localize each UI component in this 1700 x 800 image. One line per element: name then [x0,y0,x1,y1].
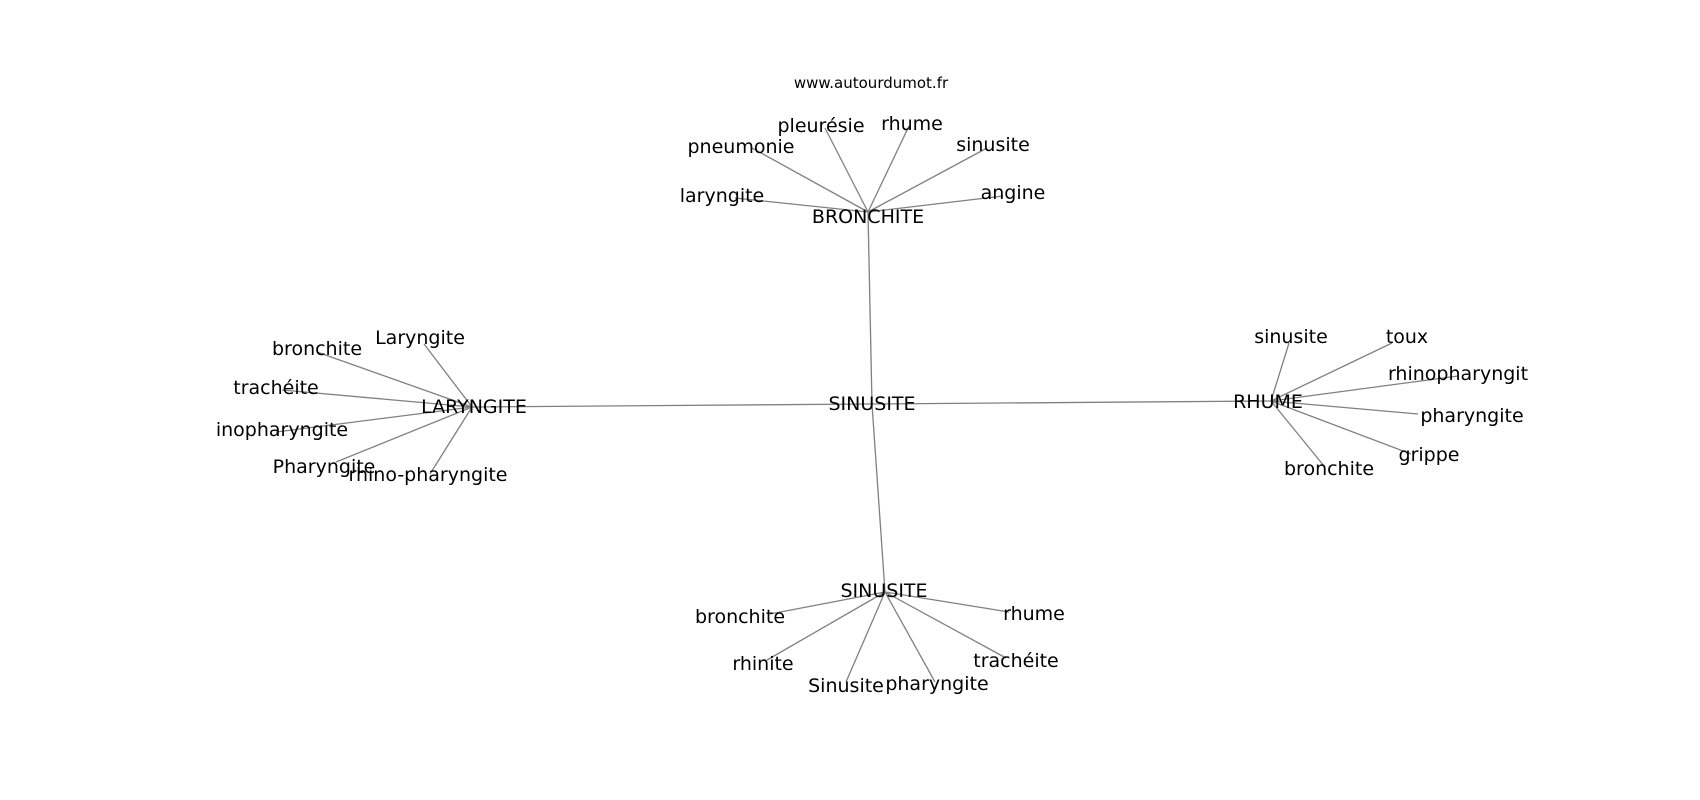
hub-to-leaf-edge [845,591,886,683]
source-label[interactable]: www.autourdumot.fr [794,74,949,92]
leaf-node-label[interactable]: trachéite [233,377,319,399]
leaf-node-label[interactable]: rhume [1003,603,1065,625]
leaf-node-label[interactable]: bronchite [695,606,785,628]
hub-node-label[interactable]: LARYNGITE [421,396,527,418]
hub-to-leaf-edge [275,406,473,433]
leaf-node-label[interactable]: sinusite [1254,326,1328,348]
hub-to-leaf-edge [867,125,910,213]
leaf-node-label[interactable]: rhinite [732,653,793,675]
hub-to-leaf-edge [769,591,886,615]
leaf-node-label[interactable]: sinusite [956,134,1030,156]
leaf-node-label[interactable]: Sinusite [808,675,884,697]
leaf-node-label[interactable]: rhino-pharyngite [349,464,508,486]
leaf-node-label[interactable]: pleurésie [777,115,864,137]
hub-to-leaf-edge [751,147,869,213]
hub-to-leaf-edge [1270,400,1419,415]
leaf-node-label[interactable]: rhinopharyngit [1388,363,1528,385]
leaf-node-label[interactable]: pharyngite [1420,405,1523,427]
center-to-hub-edge [871,400,1272,405]
leaf-node-label[interactable]: toux [1386,326,1428,348]
center-to-hub-edge [471,403,873,408]
hub-to-leaf-edge [1270,375,1459,402]
hub-to-leaf-edge [766,591,886,661]
leaf-node-label[interactable]: laryngite [680,185,765,207]
graph-edges [275,125,1459,683]
leaf-node-label[interactable]: Pharyngite [273,456,376,478]
hub-to-leaf-edge [884,591,1007,659]
leaf-node-label[interactable]: angine [981,182,1046,204]
hub-to-leaf-edge [316,351,473,408]
leaf-node-label[interactable]: Laryngite [375,327,465,349]
hub-to-leaf-edge [734,197,869,213]
hub-to-leaf-edge [867,147,988,213]
graph-labels: www.autourdumot.fr laryngite pneumonieple… [216,74,1528,697]
leaf-node-label[interactable]: grippe [1399,444,1460,466]
leaf-node-label[interactable]: pharyngite [885,673,988,695]
hub-to-leaf-edge [1270,342,1393,402]
center-node-label[interactable]: SINUSITE [828,393,915,415]
hub-to-leaf-edge [281,389,473,408]
hub-node-label[interactable]: BRONCHITE [812,206,924,228]
hub-node-label[interactable]: RHUME [1233,391,1303,413]
hub-node-label[interactable]: SINUSITE [840,580,927,602]
hub-to-leaf-edge [1270,400,1325,467]
hub-to-leaf-edge [884,591,1010,613]
leaf-node-label[interactable]: bronchite [272,338,362,360]
hub-to-leaf-edge [423,343,473,408]
hub-to-leaf-edge [867,195,1004,213]
leaf-node-label[interactable]: bronchite [1284,458,1374,480]
leaf-node-label[interactable]: rhume [881,113,943,135]
hub-to-leaf-edge [429,406,473,475]
hub-to-leaf-edge [884,591,936,683]
center-to-hub-edge [871,403,886,593]
hub-to-leaf-edge [824,127,869,213]
hub-to-leaf-edge [1270,400,1412,455]
leaf-node-label[interactable]: trachéite [973,650,1059,672]
leaf-node-label[interactable]: pneumonie [688,136,795,158]
hub-to-leaf-edge [1270,342,1290,402]
leaf-node-label[interactable]: inopharyngite [216,419,348,441]
hub-to-leaf-edge [335,406,473,463]
center-to-hub-edge [867,211,873,405]
